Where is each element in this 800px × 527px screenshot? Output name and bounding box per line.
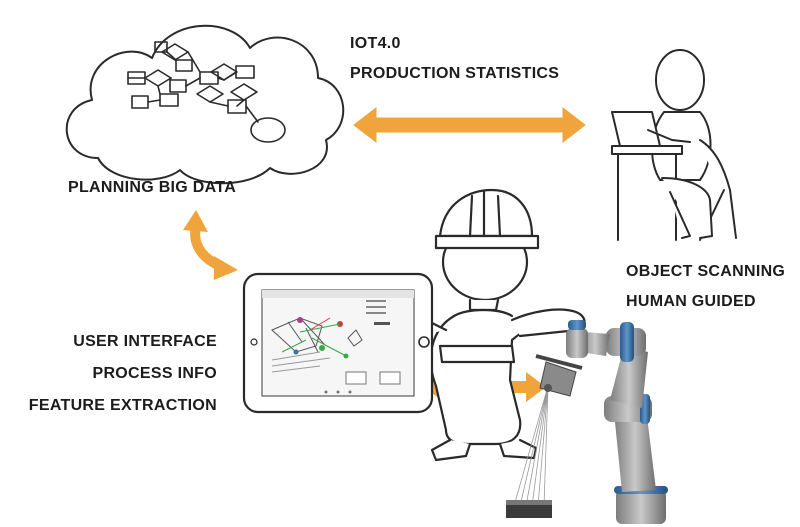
curved-arrow-head-bottom — [214, 256, 238, 280]
cloud-flowchart-icon — [65, 24, 345, 185]
scan-beams — [513, 385, 549, 507]
label-object-scanning: OBJECT SCANNING — [626, 263, 786, 280]
label-user-interface: USER INTERFACE — [73, 333, 217, 350]
label-production-statistics: PRODUCTION STATISTICS — [350, 65, 560, 82]
double-arrow-cloud-laptop — [353, 106, 586, 144]
curved-arrow-head-top — [183, 210, 208, 232]
label-human-guided: HUMAN GUIDED — [626, 293, 756, 310]
robot-arm-icon — [506, 320, 668, 524]
tablet-icon — [242, 272, 434, 414]
flowchart-shapes — [127, 41, 286, 143]
robot-lower-link — [614, 408, 656, 492]
label-feature-extraction: FEATURE EXTRACTION — [28, 397, 217, 414]
worker-with-helmet-icon — [416, 188, 586, 462]
cloud-outline — [65, 24, 345, 185]
label-process-info: PROCESS INFO — [92, 365, 217, 382]
label-iot: IOT4.0 — [350, 35, 401, 52]
person-at-laptop-icon — [611, 49, 737, 241]
scanned-object — [506, 504, 552, 518]
helmet — [438, 188, 534, 238]
label-planning-big-data: PLANNING BIG DATA — [68, 179, 237, 196]
tablet-screen-content — [262, 290, 414, 394]
robot-upper-link — [610, 346, 648, 408]
